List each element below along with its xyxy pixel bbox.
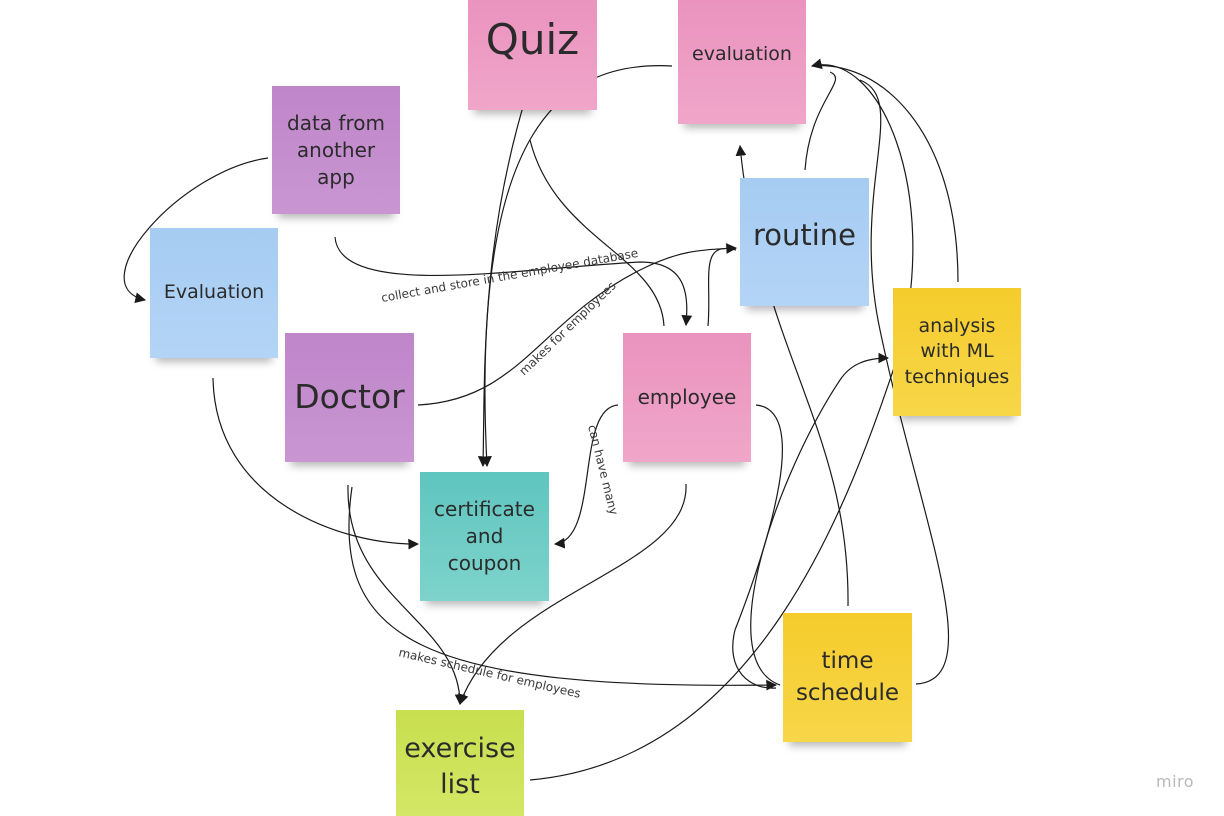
- sticky-note-text: Doctor: [294, 377, 405, 417]
- sticky-note-text: evaluation: [692, 43, 792, 66]
- sticky-note-text: employee: [637, 385, 737, 409]
- edge-label-can-have-many: can have many: [585, 423, 621, 516]
- edge-employee-to-certificate[interactable]: [553, 404, 619, 549]
- sticky-note-text: routine: [752, 218, 857, 253]
- sticky-note-evaluation-top[interactable]: evaluation: [678, 0, 806, 124]
- edge-analysis-to-evaluation[interactable]: [811, 65, 959, 283]
- sticky-note-evaluation-left[interactable]: Evaluation: [150, 228, 278, 358]
- sticky-note-text: exercise list: [404, 732, 516, 800]
- edge-label-makes-for: makes for employees: [516, 279, 618, 379]
- edge-doctor-to-routine[interactable]: [417, 243, 738, 406]
- sticky-note-quiz[interactable]: Quiz: [468, 0, 597, 110]
- edge-quiz-to-employee[interactable]: [529, 139, 665, 327]
- sticky-note-data-from-app[interactable]: data from another app: [272, 86, 400, 214]
- miro-watermark: miro: [1156, 772, 1195, 791]
- sticky-note-doctor[interactable]: Doctor: [285, 333, 414, 462]
- sticky-note-text: certificate and coupon: [434, 497, 535, 575]
- edge-data-to-evaluation[interactable]: [123, 157, 269, 304]
- sticky-note-routine[interactable]: routine: [740, 178, 869, 306]
- edge-doctor-to-timeschedule[interactable]: [348, 486, 778, 691]
- sticky-note-employee[interactable]: employee: [623, 333, 751, 462]
- sticky-note-text: Quiz: [485, 14, 580, 64]
- edge-evaluation-left-to-certificate[interactable]: [212, 377, 420, 550]
- edge-data-to-employee[interactable]: [334, 236, 693, 327]
- edge-doctor-to-exercise[interactable]: [347, 484, 466, 706]
- edge-timeschedule-to-analysis[interactable]: [750, 352, 890, 686]
- sticky-note-analysis[interactable]: analysis with ML techniques: [893, 288, 1021, 416]
- sticky-note-time-schedule[interactable]: time schedule: [783, 613, 912, 742]
- sticky-note-certificate[interactable]: certificate and coupon: [420, 472, 549, 601]
- edge-employee-to-timeschedule[interactable]: [732, 404, 784, 689]
- sticky-note-exercise-list[interactable]: exercise list: [396, 710, 524, 816]
- edge-employee-to-exercise[interactable]: [458, 483, 687, 706]
- sticky-note-text: Evaluation: [163, 281, 265, 304]
- edge-timeschedule-loop[interactable]: [859, 79, 950, 685]
- edge-routine-to-evaluation[interactable]: [804, 71, 837, 171]
- sticky-note-text: time schedule: [795, 648, 900, 706]
- edge-quiz-to-certificate[interactable]: [477, 99, 526, 468]
- edge-employee-to-routine[interactable]: [707, 247, 737, 327]
- edge-label-makes-schedule: makes schedule for employees: [397, 645, 582, 701]
- sticky-note-text: data from another app: [287, 110, 385, 189]
- sticky-note-text: analysis with ML techniques: [904, 314, 1010, 388]
